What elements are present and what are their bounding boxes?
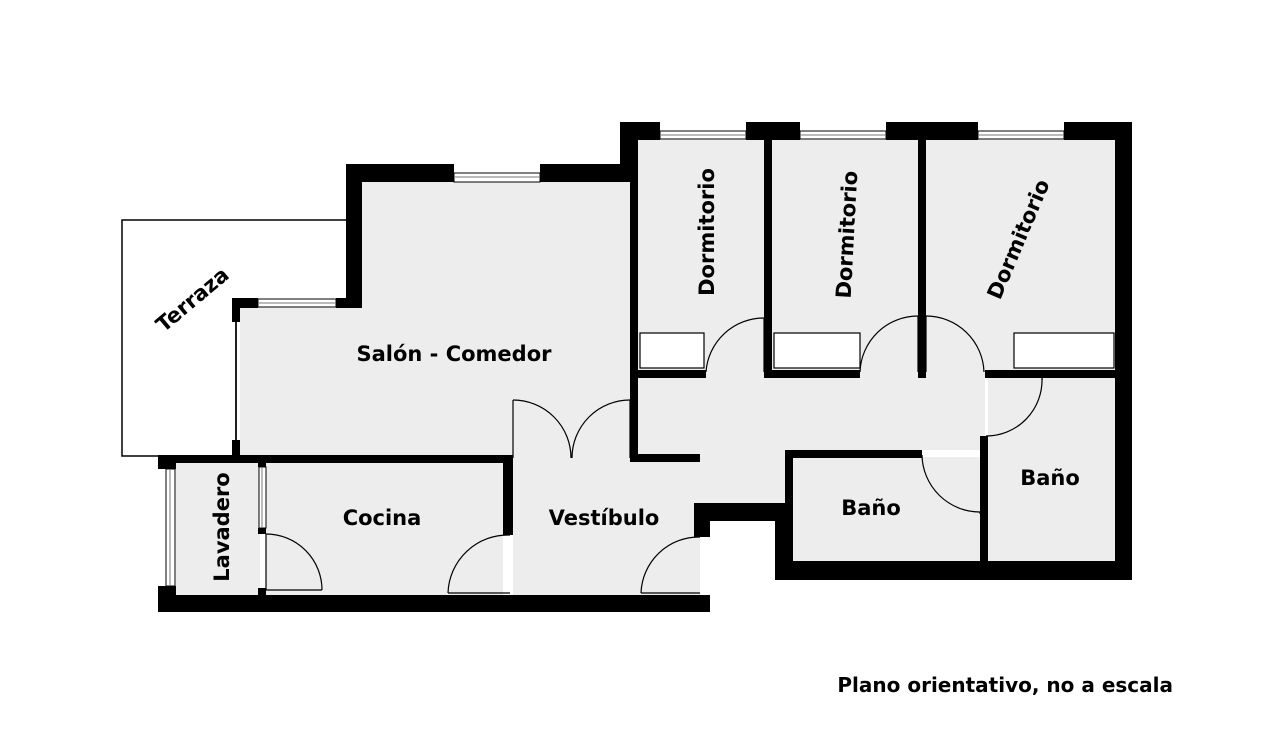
window-dormitorio-3 — [977, 130, 1065, 140]
windows — [165, 130, 1065, 587]
door-dormitorio-3 — [925, 315, 985, 373]
doors — [265, 315, 1043, 594]
closet-dormitorio-3 — [1013, 332, 1115, 369]
label-terraza: Terraza — [151, 262, 233, 336]
walls — [158, 122, 1132, 612]
label-bano-1: Baño — [841, 496, 901, 520]
floor-bano-1 — [793, 457, 980, 561]
scale-disclaimer: Plano orientativo, no a escala — [837, 673, 1173, 697]
label-lavadero: Lavadero — [210, 472, 234, 581]
door-bano-1 — [921, 454, 981, 514]
window-dormitorio-1 — [659, 130, 747, 140]
floor-salon-comedor — [240, 182, 630, 458]
label-bano-2: Baño — [1020, 466, 1080, 490]
door-entrance — [640, 536, 701, 594]
door-bano-2 — [985, 377, 1043, 437]
door-salon — [512, 399, 631, 459]
closet-dormitorio-1 — [639, 332, 705, 369]
door-dormitorio-2 — [859, 315, 919, 373]
room-labels: Terraza Salón - Comedor Dormitorio Dormi… — [151, 168, 1079, 582]
window-salon-terraza — [257, 298, 337, 308]
window-lavadero — [165, 468, 176, 587]
window-cocina — [258, 466, 267, 529]
window-dormitorio-2 — [799, 130, 887, 140]
label-salon-comedor: Salón - Comedor — [357, 342, 553, 366]
label-dormitorio-1: Dormitorio — [695, 168, 719, 296]
label-vestibulo: Vestíbulo — [549, 506, 660, 530]
window-salon-top — [453, 172, 541, 183]
door-cocina — [265, 533, 323, 591]
floor-cocina — [266, 462, 503, 595]
closet-dormitorio-2 — [773, 332, 861, 369]
door-cocina-vestibulo — [447, 534, 511, 594]
floor-lavadero — [176, 462, 260, 595]
floor-bano-2 — [988, 378, 1115, 561]
closets — [639, 332, 1115, 369]
door-dormitorio-1 — [705, 317, 765, 373]
label-cocina: Cocina — [343, 506, 422, 530]
